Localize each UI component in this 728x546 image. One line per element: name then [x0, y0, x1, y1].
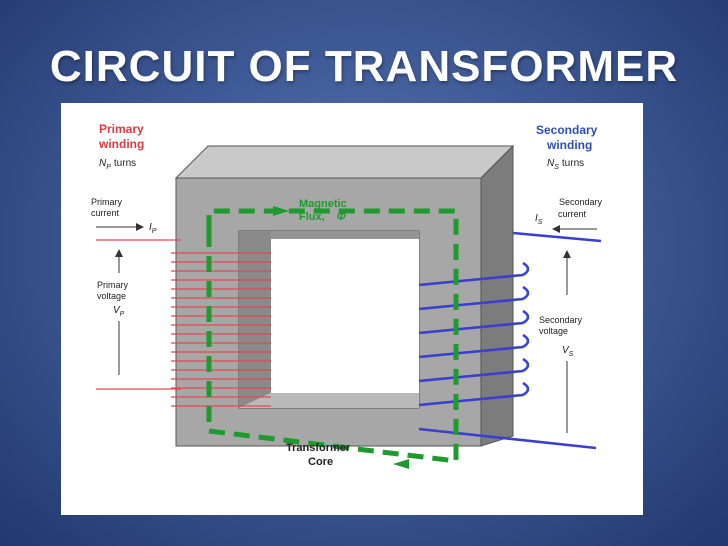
svg-text:VS: VS: [562, 345, 574, 358]
primary-winding-label-2: winding: [98, 137, 144, 151]
slide-title: CIRCUIT OF TRANSFORMER: [49, 42, 679, 91]
primary-winding-label: Primary: [99, 122, 144, 136]
secondary-voltage-label-2: voltage: [539, 326, 568, 336]
svg-text:IS: IS: [535, 213, 543, 226]
primary-turns-symbol: N: [99, 158, 107, 169]
magnetic-flux-symbol: Φ: [337, 211, 346, 223]
svg-text:Flux,Φ: Flux, Φ: [299, 211, 346, 223]
secondary-voltage-label: Secondary: [539, 315, 583, 325]
secondary-current-label-2: current: [558, 209, 587, 219]
secondary-turns-symbol: N: [547, 158, 555, 169]
magnetic-flux-label-2: Flux,: [299, 211, 325, 223]
secondary-voltage-symbol: V: [562, 345, 570, 356]
primary-voltage-label: Primary: [97, 280, 128, 290]
primary-turns-sub: P: [106, 164, 111, 171]
primary-current-label-2: current: [91, 208, 120, 218]
primary-current-label: Primary: [91, 197, 122, 207]
secondary-current-label: Secondary: [559, 197, 603, 207]
svg-text:IP: IP: [149, 222, 157, 235]
transformer-core: [174, 144, 515, 447]
secondary-turns-word: turns: [562, 158, 584, 169]
svg-text:VP: VP: [113, 305, 125, 318]
secondary-voltage-sub: S: [569, 351, 574, 358]
transformer-core-label: Transformer: [286, 442, 351, 454]
secondary-current-symbol: I: [535, 213, 538, 224]
primary-current-sub: P: [152, 228, 157, 235]
secondary-winding-coil: [418, 231, 602, 450]
secondary-current-sub: S: [538, 219, 543, 226]
primary-voltage-sub: P: [120, 311, 125, 318]
transformer-core-label-2: Core: [308, 456, 333, 468]
secondary-winding-label-2: winding: [546, 138, 592, 152]
primary-winding-coil: [96, 239, 271, 407]
primary-turns-word: turns: [114, 158, 136, 169]
magnetic-flux-label: Magnetic: [299, 198, 347, 210]
primary-voltage-label-2: voltage: [97, 291, 126, 301]
secondary-turns-sub: S: [554, 164, 559, 171]
primary-voltage-symbol: V: [113, 305, 121, 316]
secondary-winding-label: Secondary: [536, 123, 598, 137]
primary-current-symbol: I: [149, 222, 152, 233]
magnetic-flux-path: [206, 206, 459, 469]
